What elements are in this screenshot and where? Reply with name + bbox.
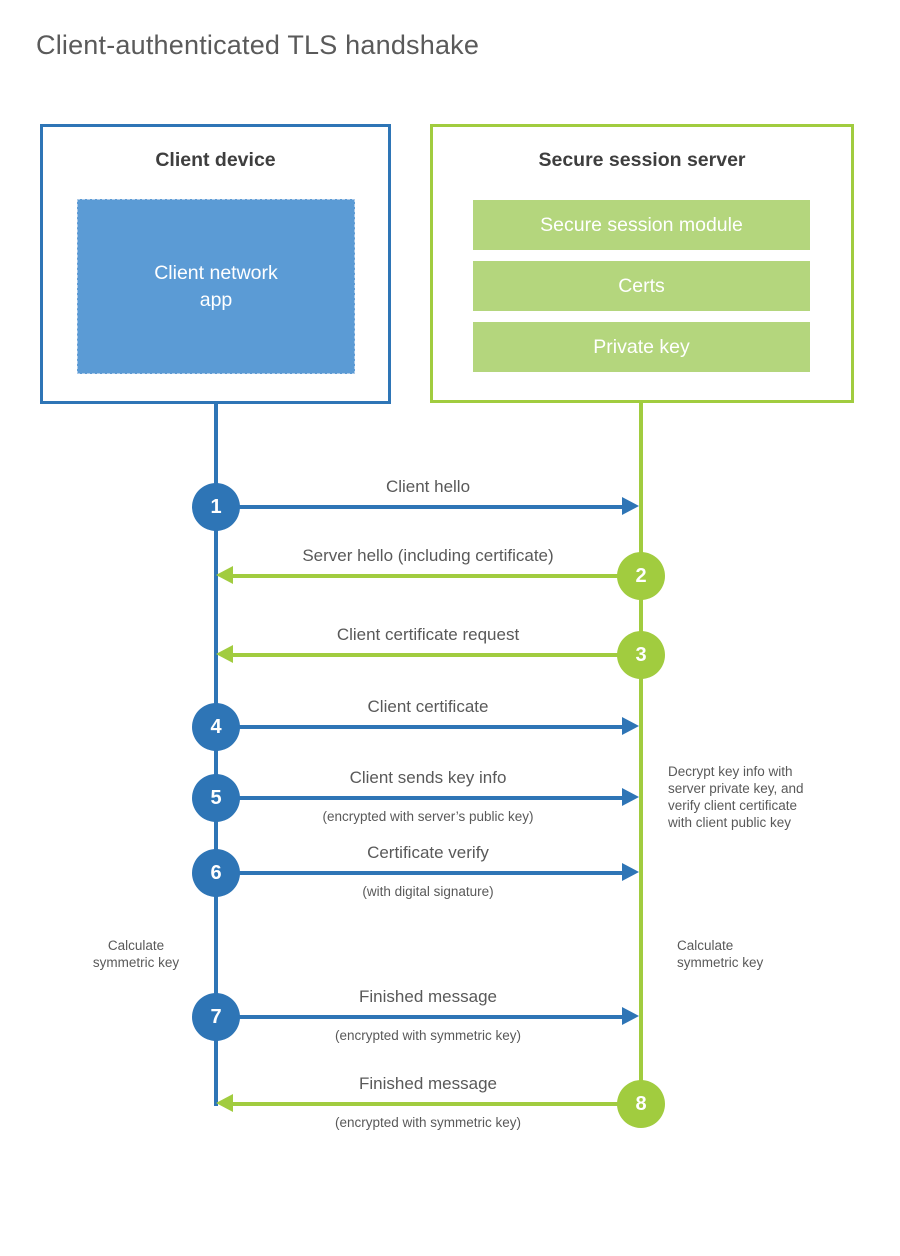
arrow-line [231,574,641,578]
message-label: Client certificate [367,697,489,716]
step-badge-3: 3 [617,631,665,679]
step-badge-1: 1 [192,483,240,531]
page-title: Client-authenticated TLS handshake [36,30,480,60]
server-lifeline [639,403,643,1105]
client-network-app-module: Client network app [77,199,355,374]
message-sublabel: (encrypted with server’s public key) [322,809,534,824]
arrow-line [217,725,624,729]
message-label: Certificate verify [367,843,489,862]
step-badge-2: 2 [617,552,665,600]
message-label: Client certificate request [336,625,520,644]
message-label: Server hello (including certificate) [302,546,554,565]
arrow-line [217,796,624,800]
arrow-line [231,1102,641,1106]
calculate-symmetric-key-note-server: Calculate symmetric key [677,938,764,970]
message-label: Client hello [385,477,471,496]
secure-session-server-title: Secure session server [538,149,746,171]
secure-session-server-box: Secure session server Secure session mod… [430,124,854,403]
arrow-right-icon [622,497,639,515]
message-sublabel: (with digital signature) [362,884,494,899]
step-badge-4: 4 [192,703,240,751]
message-sublabel: (encrypted with symmetric key) [334,1115,522,1130]
client-lifeline [214,404,218,1106]
step-badge-7: 7 [192,993,240,1041]
decrypt-key-note: Decrypt key info with server private key… [668,764,804,830]
message-label: Client sends key info [349,768,507,787]
step-badge-5: 5 [192,774,240,822]
calculate-symmetric-key-note-client: Calculate symmetric key [92,938,180,970]
step-badge-8: 8 [617,1080,665,1128]
certs-bar: Certs [473,261,810,311]
arrow-line [217,1015,624,1019]
secure-session-module-bar: Secure session module [473,200,810,250]
step-badge-6: 6 [192,849,240,897]
message-sublabel: (encrypted with symmetric key) [334,1028,522,1043]
client-device-box: Client device Client network app [40,124,391,404]
arrow-left-icon [216,645,233,663]
arrow-line [217,871,624,875]
arrow-line [231,653,641,657]
arrow-right-icon [622,863,639,881]
arrow-left-icon [216,566,233,584]
arrow-right-icon [622,717,639,735]
client-device-title: Client device [155,149,276,171]
arrow-right-icon [622,788,639,806]
arrow-right-icon [622,1007,639,1025]
arrow-line [217,505,624,509]
message-label: Finished message [359,987,497,1006]
private-key-bar: Private key [473,322,810,372]
arrow-left-icon [216,1094,233,1112]
message-label: Finished message [359,1074,497,1093]
